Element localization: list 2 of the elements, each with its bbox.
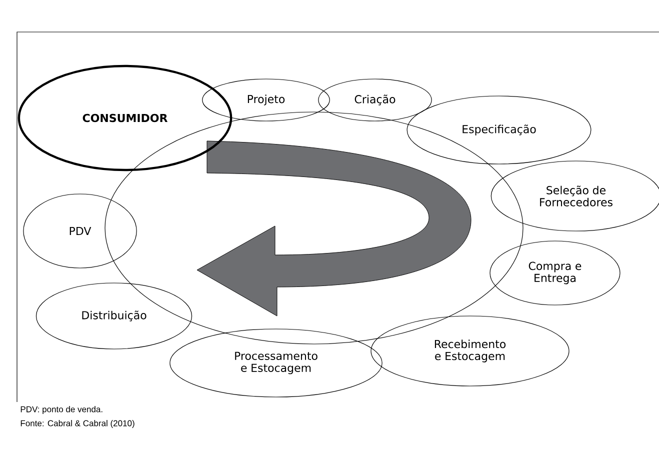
note-text: Fonte: Cabral & Cabral (2010) <box>20 420 134 428</box>
note-text: PDV: ponto de venda. <box>20 406 102 414</box>
